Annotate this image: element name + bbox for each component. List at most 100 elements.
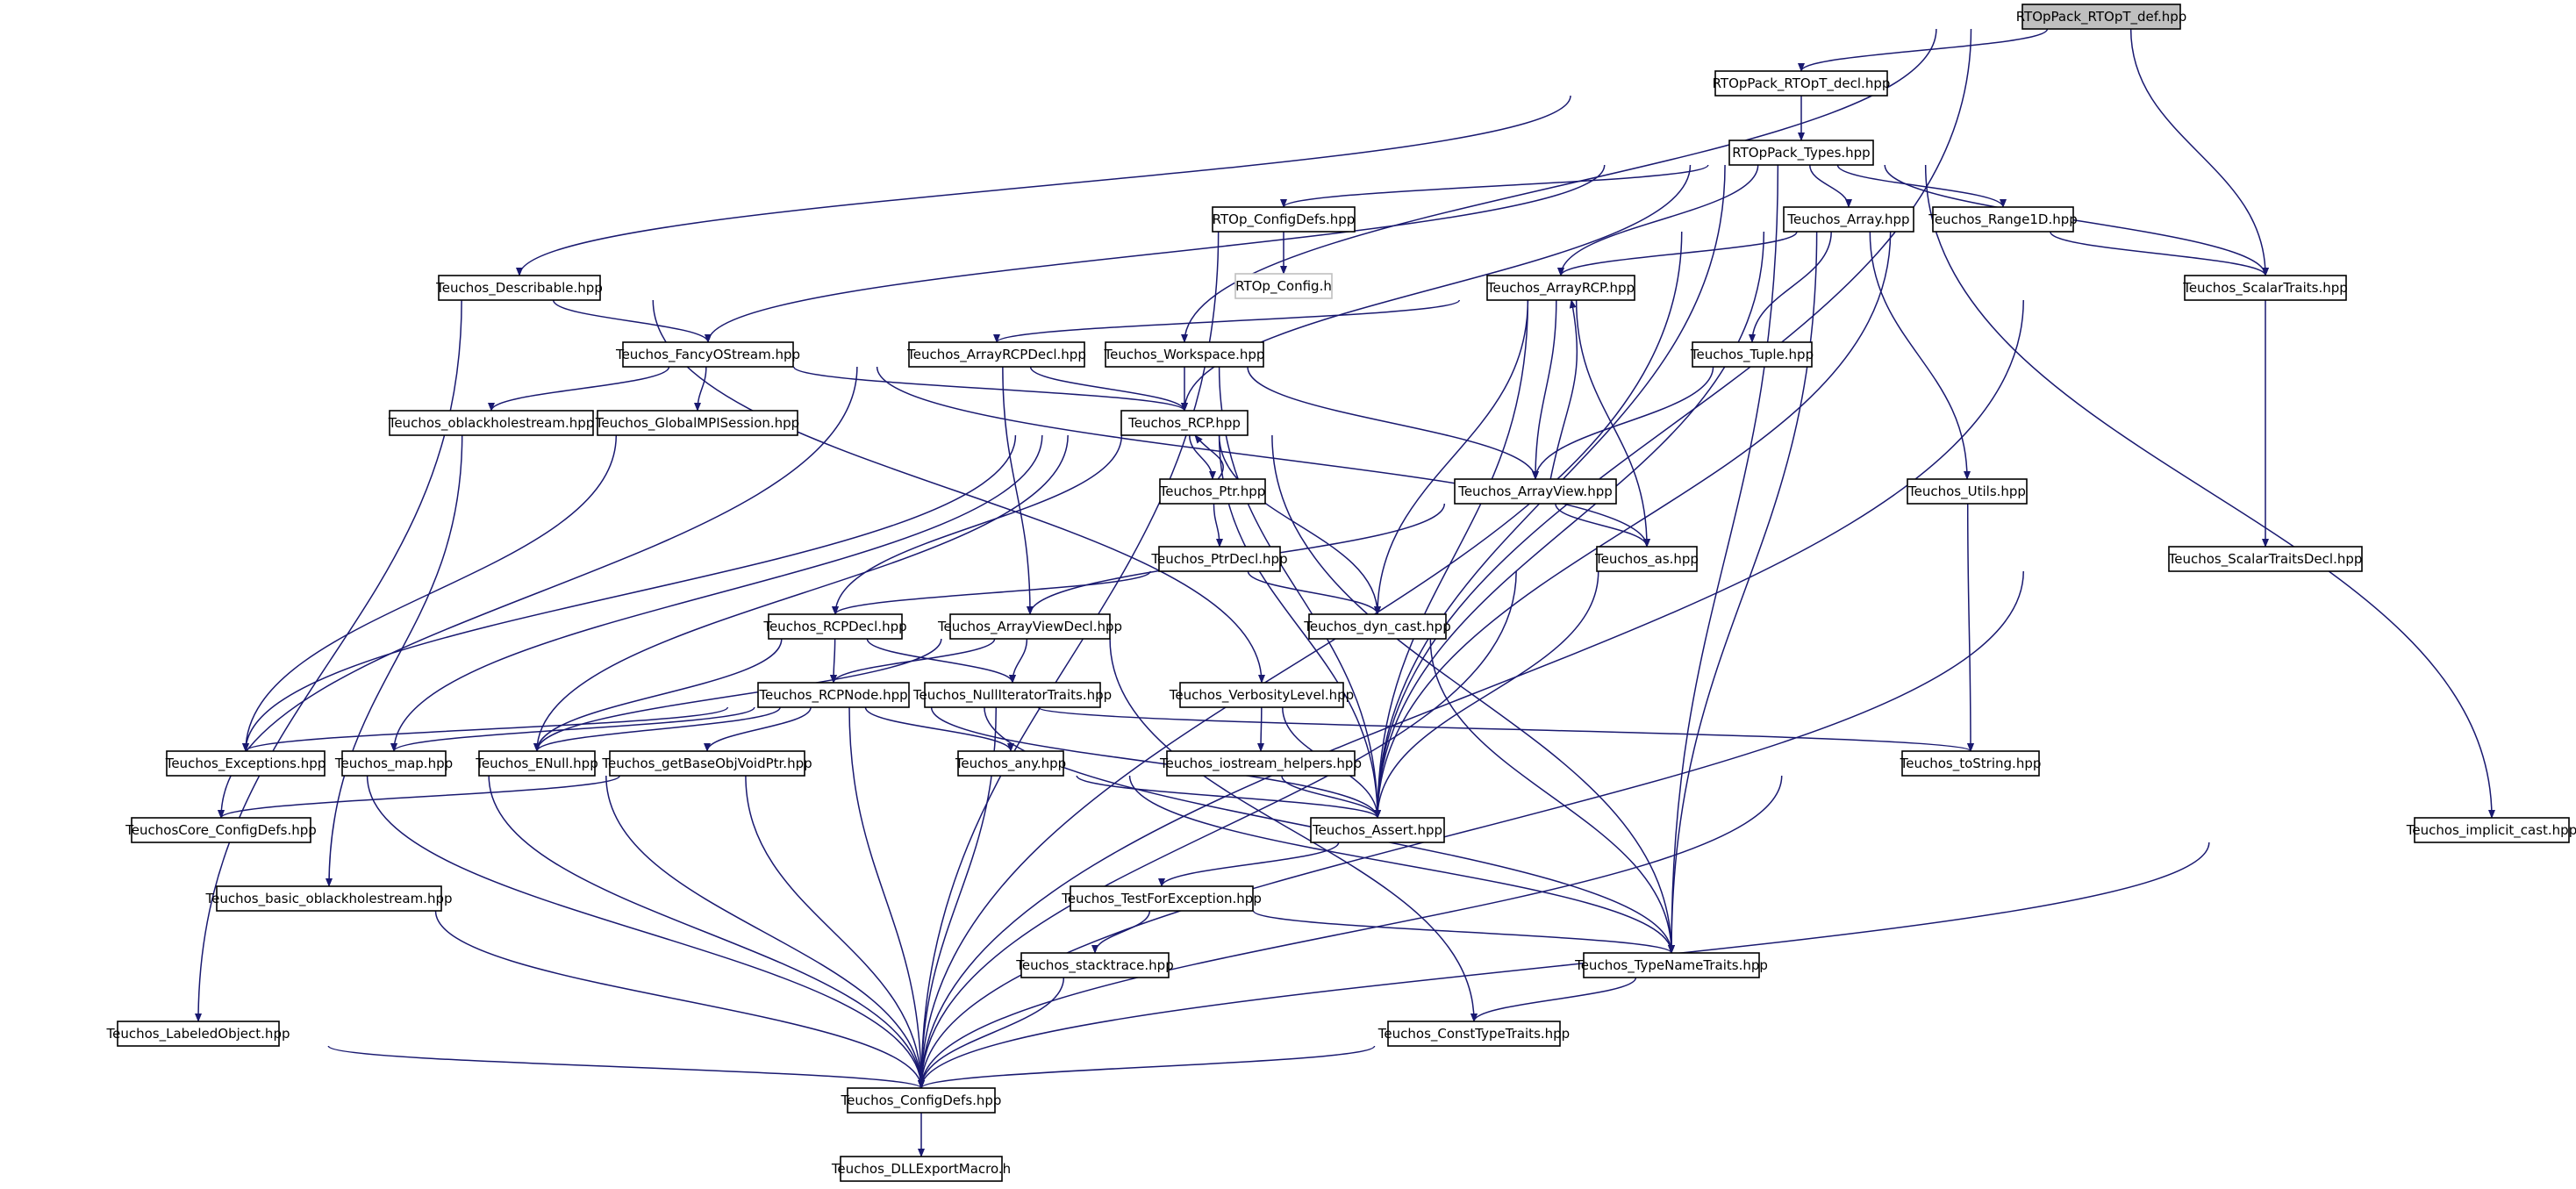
edge-describable-to-verbosity <box>652 299 1265 684</box>
node-box <box>2414 817 2570 843</box>
edge-types-to-scalartraits <box>1884 164 2269 276</box>
edge-types-to-array <box>1808 164 1852 208</box>
edge-rcp-to-exceptions <box>242 434 1017 752</box>
edge-types-to-rcp <box>1181 164 1692 412</box>
node-box <box>840 1156 1003 1182</box>
edge-arrayrcp-to-as <box>1575 299 1650 548</box>
node-label: Teuchos_Assert.hpp <box>1312 822 1442 839</box>
edge-ptrdecl-to-dyncast <box>1247 570 1381 615</box>
edge-array-to-typename <box>1668 231 1818 954</box>
node-label: Teuchos_stacktrace.hpp <box>1015 957 1173 974</box>
node-teuchos-describable-hpp[interactable]: Teuchos_Describable.hpp <box>435 275 603 301</box>
node-teuchos-getbaseobjvoidptr-hpp[interactable]: Teuchos_getBaseObjVoidPtr.hpp <box>601 750 812 777</box>
edge-enull-to-configdefs <box>605 775 925 1089</box>
node-label: Teuchos_ScalarTraitsDecl.hpp <box>2168 551 2363 568</box>
node-teuchos-arrayrcpdecl-hpp[interactable]: Teuchos_ArrayRCPDecl.hpp <box>906 341 1086 368</box>
node-teuchos-nulliteratortraits-hpp[interactable]: Teuchos_NullIteratorTraits.hpp <box>912 682 1112 708</box>
node-box <box>908 341 1085 368</box>
edge-getbase-to-configdefs <box>745 775 925 1089</box>
node-teuchos-consttypetraits-hpp[interactable]: Teuchos_ConstTypeTraits.hpp <box>1377 1021 1570 1047</box>
edge-arrayviewdecl-to-nulliter <box>1009 638 1028 684</box>
node-teuchos-implicit-cast-hpp[interactable]: Teuchos_implicit_cast.hpp <box>2406 817 2576 843</box>
edge-rcp-to-enull <box>533 434 1069 752</box>
node-teuchoscore-configdefs-hpp[interactable]: TeuchosCore_ConfigDefs.hpp <box>125 817 317 843</box>
node-box <box>1714 70 1888 97</box>
node-teuchos-rcpnode-hpp[interactable]: Teuchos_RCPNode.hpp <box>757 682 910 708</box>
node-label: Teuchos_ArrayRCPDecl.hpp <box>906 347 1086 363</box>
edge-rcpdecl-to-enull <box>533 638 783 752</box>
edge-rcpnode-to-configdefs <box>848 706 925 1089</box>
node-teuchos-tuple-hpp[interactable]: Teuchos_Tuple.hpp <box>1690 341 1814 368</box>
edge-any-to-typename <box>1128 775 1675 954</box>
node-teuchos-workspace-hpp[interactable]: Teuchos_Workspace.hpp <box>1104 341 1265 368</box>
node-teuchos-arrayviewdecl-hpp[interactable]: Teuchos_ArrayViewDecl.hpp <box>937 613 1122 640</box>
edge-types-to-arrayrcp <box>1557 164 1759 276</box>
node-teuchos-exceptions-hpp[interactable]: Teuchos_Exceptions.hpp <box>165 750 326 777</box>
node-teuchos-dyn-cast-hpp[interactable]: Teuchos_dyn_cast.hpp <box>1303 613 1451 640</box>
node-teuchos-testforexception-hpp[interactable]: Teuchos_TestForException.hpp <box>1061 885 1262 912</box>
node-rtoppack-rtopt-def-hpp[interactable]: RTOpPack_RTOpT_def.hpp <box>2016 4 2187 30</box>
node-box <box>117 1021 280 1047</box>
node-teuchos-scalartraitsdecl-hpp[interactable]: Teuchos_ScalarTraitsDecl.hpp <box>2168 546 2363 572</box>
node-teuchos-array-hpp[interactable]: Teuchos_Array.hpp <box>1783 206 1914 233</box>
node-teuchos-utils-hpp[interactable]: Teuchos_Utils.hpp <box>1907 478 2028 505</box>
node-teuchos-verbositylevel-hpp[interactable]: Teuchos_VerbosityLevel.hpp <box>1169 682 1354 708</box>
node-teuchos-range1d-hpp[interactable]: Teuchos_Range1D.hpp <box>1928 206 2078 233</box>
node-teuchos-labeledobject-hpp[interactable]: Teuchos_LabeledObject.hpp <box>106 1021 290 1047</box>
node-label: Teuchos_ConstTypeTraits.hpp <box>1377 1026 1570 1042</box>
node-box <box>1387 1021 1561 1047</box>
edge-arrayview-to-arrayrcp <box>1549 299 1578 480</box>
edge-rcpnode-to-getbase <box>704 706 812 752</box>
node-rtop-config-h[interactable]: RTOp_Config.h <box>1234 273 1333 299</box>
edge-rcpnode-to-any <box>864 706 1014 752</box>
node-teuchos-stacktrace-hpp[interactable]: Teuchos_stacktrace.hpp <box>1015 952 1174 978</box>
node-teuchos-dllexportmacro-h[interactable]: Teuchos_DLLExportMacro.h <box>831 1156 1011 1182</box>
node-teuchos-assert-hpp[interactable]: Teuchos_Assert.hpp <box>1310 817 1445 843</box>
node-teuchos-configdefs-hpp[interactable]: Teuchos_ConfigDefs.hpp <box>841 1087 1002 1114</box>
node-teuchos-any-hpp[interactable]: Teuchos_any.hpp <box>955 750 1066 777</box>
node-teuchos-map-hpp[interactable]: Teuchos_map.hpp <box>334 750 453 777</box>
edge-arrayrcp-to-dyncast <box>1374 299 1529 615</box>
node-label: Teuchos_PtrDecl.hpp <box>1150 551 1287 568</box>
node-teuchos-oblackholestream-hpp[interactable]: Teuchos_oblackholestream.hpp <box>388 410 595 436</box>
edge-assert-to-testfor <box>1158 842 1340 887</box>
node-box <box>1070 885 1254 912</box>
node-box <box>949 613 1111 640</box>
edge-workspace-to-assert <box>1218 366 1381 819</box>
node-box <box>1234 273 1333 299</box>
node-teuchos-as-hpp[interactable]: Teuchos_as.hpp <box>1594 546 1699 572</box>
node-teuchos-typenametraits-hpp[interactable]: Teuchos_TypeNameTraits.hpp <box>1574 952 1768 978</box>
node-label: Teuchos_RCP.hpp <box>1127 415 1241 432</box>
node-teuchos-basic-oblackholestream-hpp[interactable]: Teuchos_basic_oblackholestream.hpp <box>205 885 453 912</box>
edge-ptrdecl-to-rcpdecl <box>832 570 1151 615</box>
node-teuchos-iostream-helpers-hpp[interactable]: Teuchos_iostream_helpers.hpp <box>1159 750 1362 777</box>
node-box <box>1583 952 1760 978</box>
edge-testfor-to-stacktrace <box>1091 910 1151 954</box>
edge-basicoblack-to-configdefs <box>434 910 925 1089</box>
node-teuchos-arrayrcp-hpp[interactable]: Teuchos_ArrayRCP.hpp <box>1486 275 1635 301</box>
node-teuchos-rcpdecl-hpp[interactable]: Teuchos_RCPDecl.hpp <box>762 613 907 640</box>
edge-rcpnode-to-tostring <box>1037 706 1974 752</box>
edge-types-to-range1d <box>1836 164 2007 208</box>
node-teuchos-ptrdecl-hpp[interactable]: Teuchos_PtrDecl.hpp <box>1150 546 1288 572</box>
node-teuchos-fancyostream-hpp[interactable]: Teuchos_FancyOStream.hpp <box>615 341 800 368</box>
edge-tuple-to-arrayview <box>1532 366 1714 480</box>
edge-fancy-to-mpi <box>694 366 707 412</box>
node-teuchos-globalmpisession-hpp[interactable]: Teuchos_GlobalMPISession.hpp <box>595 410 799 436</box>
node-teuchos-ptr-hpp[interactable]: Teuchos_Ptr.hpp <box>1159 478 1266 505</box>
edge-mpi-to-exceptions <box>242 434 618 752</box>
node-rtoppack-rtopt-decl-hpp[interactable]: RTOpPack_RTOpT_decl.hpp <box>1713 70 1891 97</box>
node-teuchos-enull-hpp[interactable]: Teuchos_ENull.hpp <box>475 750 598 777</box>
node-label: Teuchos_iostream_helpers.hpp <box>1159 756 1362 772</box>
node-teuchos-tostring-hpp[interactable]: Teuchos_toString.hpp <box>1900 750 2042 777</box>
edge-root-to-assert <box>1374 28 1972 819</box>
node-box <box>1454 478 1617 505</box>
node-teuchos-scalartraits-hpp[interactable]: Teuchos_ScalarTraits.hpp <box>2182 275 2348 301</box>
node-rtoppack-types-hpp[interactable]: RTOpPack_Types.hpp <box>1728 140 1874 166</box>
node-box <box>622 341 794 368</box>
node-teuchos-rcp-hpp[interactable]: Teuchos_RCP.hpp <box>1120 410 1249 436</box>
node-rtop-configdefs-hpp[interactable]: RTOp_ConfigDefs.hpp <box>1212 206 1356 233</box>
node-label: Teuchos_Array.hpp <box>1786 211 1909 228</box>
node-teuchos-arrayview-hpp[interactable]: Teuchos_ArrayView.hpp <box>1454 478 1617 505</box>
edge-verbosity-to-iostream <box>1257 706 1265 752</box>
